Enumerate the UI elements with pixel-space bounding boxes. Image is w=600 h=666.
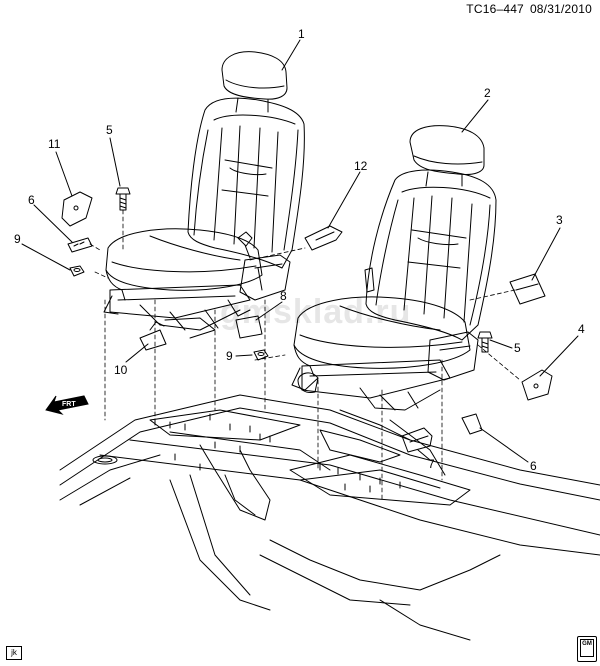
part-8-bracket — [235, 315, 263, 339]
callout-6-right: 6 — [530, 459, 537, 473]
callouts: 1 2 3 4 5 5 6 6 7 8 9 9 10 11 12 — [14, 27, 585, 473]
callout-8: 8 — [280, 289, 287, 303]
part-9-nut-right — [253, 349, 269, 361]
part-12-bracket — [304, 225, 343, 251]
floor-pan — [59, 394, 600, 641]
logo-text: GM — [582, 641, 592, 647]
front-arrow-label: FRT — [62, 401, 76, 408]
callout-3: 3 — [556, 213, 563, 227]
callout-1: 1 — [298, 27, 305, 41]
part-9-nut-left — [69, 265, 85, 277]
part-11-cover — [61, 191, 93, 227]
callout-11: 11 — [48, 137, 61, 151]
leader-lines — [21, 39, 579, 463]
front-arrow-icon: FRT — [45, 395, 89, 415]
diagram-date: 08/31/2010 — [529, 2, 592, 16]
part-10-pedal — [139, 329, 167, 351]
callout-12: 12 — [354, 159, 368, 173]
watermark: gmsklad.ru — [220, 293, 412, 331]
callout-7: 7 — [428, 457, 435, 471]
part-6-clip-left — [67, 237, 93, 253]
seat-right — [291, 125, 497, 411]
callout-6-left: 6 — [28, 193, 35, 207]
callout-2: 2 — [484, 86, 491, 100]
diagram-code: TC16–447 — [466, 2, 524, 16]
diagram-header: TC16–447 08/31/2010 — [466, 2, 592, 16]
callout-4: 4 — [578, 322, 585, 336]
part-5-bolt-right — [477, 331, 493, 353]
callout-9-left: 9 — [14, 232, 21, 246]
part-6-clip-right — [461, 413, 483, 435]
part-3-cover — [509, 273, 546, 305]
callout-9-right: 9 — [226, 349, 233, 363]
footer-tag: jk — [6, 646, 22, 660]
callout-5-left: 5 — [106, 123, 113, 137]
part-7-bracket — [401, 427, 433, 453]
callout-5-right: 5 — [514, 341, 521, 355]
callout-10: 10 — [114, 363, 128, 377]
part-4-cap — [521, 369, 553, 401]
part-5-bolt-left — [115, 187, 131, 211]
gm-logo-icon: GM — [577, 636, 597, 662]
seat-left — [103, 51, 305, 339]
